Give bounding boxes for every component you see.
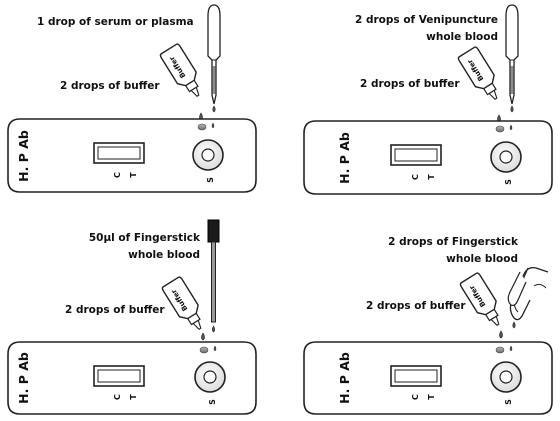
test-cassette: H. P Ab C T S [7, 341, 257, 415]
test-line-label: T [427, 394, 436, 400]
buffer-label: 2 drops of buffer [360, 78, 460, 90]
sample-label-line-2: whole blood [426, 31, 498, 43]
buffer-drop-on-well [197, 123, 207, 131]
sample-label-line-1: 2 drops of Venipuncture [355, 14, 498, 26]
buffer-label: 2 drops of buffer [366, 300, 466, 312]
sample-label-line-2: whole blood [446, 253, 518, 265]
control-line-label: C [113, 172, 122, 178]
finger-hand-icon [507, 266, 549, 329]
test-cassette: H. P Ab C T S [7, 118, 257, 193]
capillary-tube-icon [207, 219, 220, 333]
panel-3: 50µl of Fingerstick whole blood 2 drops … [7, 219, 257, 415]
control-line-label: C [411, 394, 420, 400]
test-line-label: T [129, 394, 138, 400]
result-strip [97, 146, 141, 160]
dropper-icon [207, 4, 221, 113]
sample-drop-on-well [211, 122, 215, 129]
buffer-bottle-icon: Buffer [459, 272, 500, 326]
sample-label-line-2: whole blood [128, 249, 200, 261]
test-cassette: H. P Ab C T S [303, 120, 553, 195]
cassette-title: H. P Ab [16, 352, 31, 404]
sample-label-line-1: 2 drops of Fingerstick [388, 236, 519, 248]
buffer-bottle-icon: Buffer [161, 276, 202, 330]
buffer-drop [499, 330, 503, 339]
sample-label-line-1: 50µl of Fingerstick [89, 232, 201, 244]
result-strip [394, 148, 438, 162]
dropper-icon [505, 4, 519, 113]
buffer-drop-on-well [495, 125, 505, 133]
sample-well-label: S [504, 399, 513, 405]
result-strip [394, 369, 438, 383]
sample-drop-on-well [213, 345, 217, 352]
cassette-title: H. P Ab [16, 130, 31, 182]
buffer-bottle-icon: Buffer [457, 46, 498, 100]
sample-well-label: S [206, 177, 215, 183]
buffer-drop-on-well [199, 346, 209, 354]
panel-2: 2 drops of Venipuncture whole blood 2 dr… [303, 4, 553, 195]
buffer-bottle-icon: Buffer [159, 43, 200, 97]
test-cassette: H. P Ab C T S [303, 341, 553, 415]
sample-label-line-1: 1 drop of serum or plasma [37, 16, 194, 28]
buffer-drop [201, 332, 205, 341]
cassette-title: H. P Ab [337, 352, 352, 404]
result-strip [97, 369, 141, 383]
sample-drop-on-well [509, 345, 513, 352]
sample-well-label: S [208, 399, 217, 405]
buffer-label: 2 drops of buffer [60, 80, 160, 92]
sample-well-label: S [504, 179, 513, 185]
control-line-label: C [411, 174, 420, 180]
buffer-drop-on-well [495, 346, 505, 354]
panel-4: 2 drops of Fingerstick whole blood 2 dro… [303, 236, 553, 415]
control-line-label: C [113, 394, 122, 400]
cassette-title: H. P Ab [337, 132, 352, 184]
test-line-label: T [129, 172, 138, 178]
sample-drop-on-well [509, 124, 513, 131]
test-line-label: T [427, 174, 436, 180]
panel-1: 1 drop of serum or plasma 2 drops of buf… [7, 4, 257, 193]
buffer-label: 2 drops of buffer [65, 304, 165, 316]
